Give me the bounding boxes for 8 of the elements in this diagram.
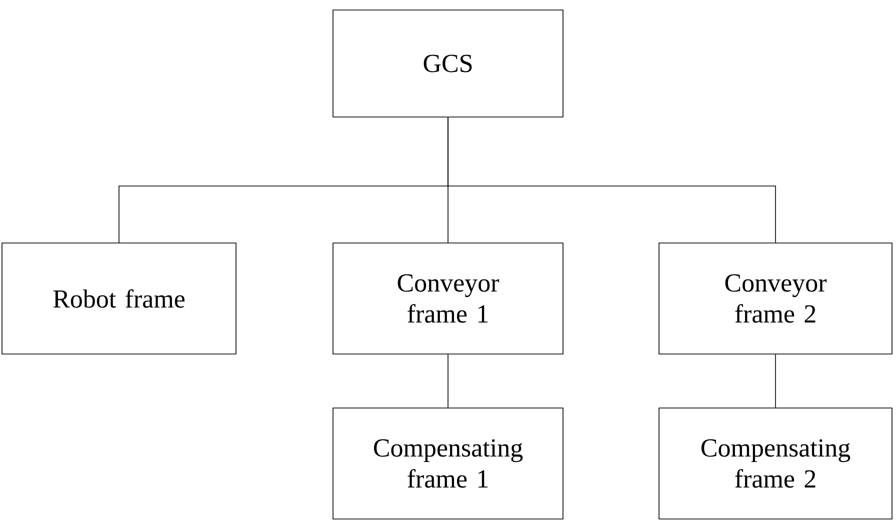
frame-box: GCS (332, 10, 564, 118)
frame-box: Conveyor frame 2 (658, 242, 892, 354)
frame-box: Conveyor frame 1 (332, 242, 564, 354)
connector-line (775, 354, 776, 408)
frame-box: Robot frame (2, 242, 236, 354)
frame-box: Compensating frame 2 (658, 408, 892, 520)
frame-box: Compensating frame 1 (332, 408, 564, 520)
connector-line (448, 117, 776, 243)
